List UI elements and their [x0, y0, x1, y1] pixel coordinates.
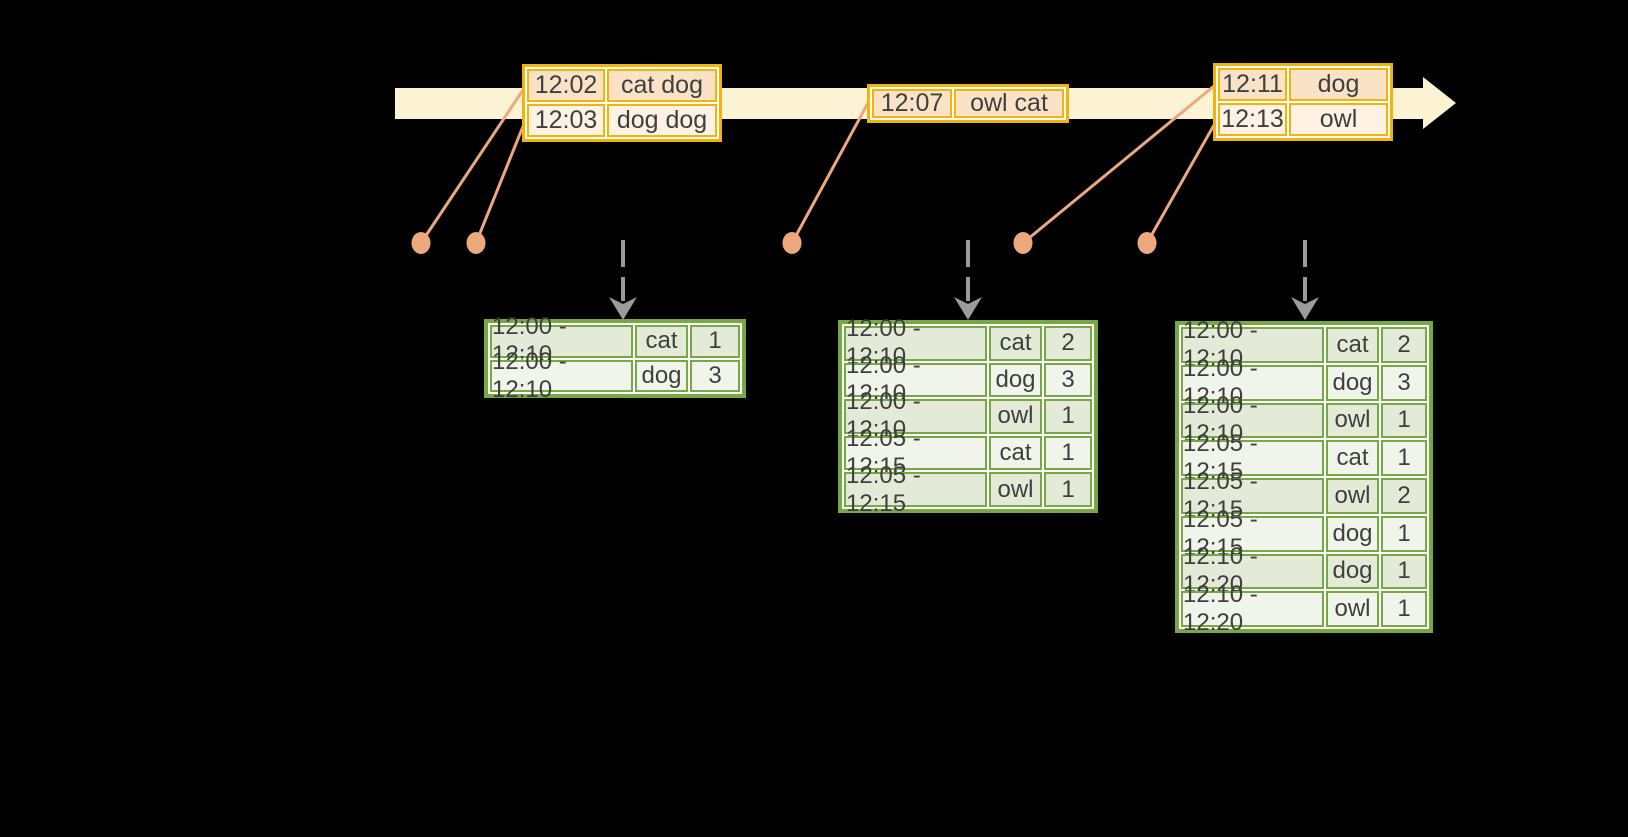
result-count: 3: [690, 359, 740, 392]
result-window: 12:10 - 12:20: [1181, 581, 1324, 636]
result-word: owl: [1326, 591, 1379, 627]
result-row: 12:10 - 12:20 owl 1: [1181, 581, 1427, 636]
event-leader-line: [474, 123, 526, 244]
result-word: cat: [1326, 440, 1379, 476]
result-row: 12:00 - 12:10 dog 3: [490, 348, 740, 403]
result-count: 3: [1044, 362, 1092, 398]
result-window: 12:05 - 12:15: [1181, 430, 1324, 485]
event-words: dog: [1289, 68, 1388, 101]
result-table-3: 12:00 - 12:10 cat 2 12:00 - 12:10 dog 3 …: [1175, 317, 1433, 636]
event-marker-dot: [1013, 232, 1033, 254]
result-word: dog: [1326, 364, 1379, 401]
result-window: 12:10 - 12:20: [1181, 543, 1324, 598]
result-window: 12:05 - 12:15: [1181, 468, 1324, 523]
result-count: 2: [1044, 326, 1092, 361]
result-table-2: 12:00 - 12:10 cat 2 12:00 - 12:10 dog 3 …: [838, 315, 1098, 517]
result-count: 2: [1381, 327, 1427, 363]
result-word: owl: [989, 472, 1042, 507]
event-time: 12:02: [527, 69, 605, 102]
result-count: 1: [1044, 435, 1092, 471]
result-count: 1: [1381, 440, 1427, 476]
result-count: 1: [1381, 515, 1427, 552]
event-box-2: 12:07 owl cat: [867, 84, 1069, 123]
result-count: 1: [690, 325, 740, 358]
timeline-arrowhead-icon: [1423, 77, 1456, 129]
event-time: 12:11: [1218, 68, 1287, 101]
result-row: 12:05 - 12:15 owl 2: [1181, 468, 1427, 523]
result-row: 12:00 - 12:10 owl 1: [1181, 392, 1427, 447]
result-row: 12:00 - 12:10 owl 1: [844, 388, 1092, 443]
event-words: cat dog: [607, 69, 717, 102]
result-count: 1: [1044, 472, 1092, 507]
result-word: dog: [989, 362, 1042, 398]
event-leader-line: [1145, 124, 1216, 244]
event-time: 12:03: [527, 104, 605, 137]
result-count: 1: [1381, 402, 1427, 439]
result-row: 12:05 - 12:15 owl 1: [844, 462, 1092, 517]
result-row: 12:05 - 12:15 cat 1: [844, 425, 1092, 480]
result-word: dog: [1326, 515, 1379, 552]
event-row: 12:03 dog dog: [527, 104, 717, 137]
result-word: owl: [989, 399, 1042, 434]
result-word: dog: [1326, 553, 1379, 590]
result-word: cat: [989, 326, 1042, 361]
trigger-arrow: [954, 240, 982, 320]
event-time: 12:07: [872, 89, 952, 118]
result-word: dog: [635, 359, 688, 392]
event-leader-line: [790, 102, 870, 244]
result-count: 3: [1381, 364, 1427, 401]
result-word: cat: [1326, 327, 1379, 363]
event-row: 12:11 dog: [1218, 68, 1388, 101]
result-window: 12:00 - 12:10: [1181, 355, 1324, 410]
result-window: 12:00 - 12:10: [1181, 392, 1324, 447]
result-window: 12:00 - 12:10: [490, 348, 633, 403]
event-time: 12:13: [1218, 103, 1287, 136]
event-words: owl: [1289, 103, 1388, 136]
result-count: 1: [1381, 553, 1427, 590]
result-count: 2: [1381, 478, 1427, 514]
result-table-1: 12:00 - 12:10 cat 1 12:00 - 12:10 dog 3: [484, 313, 746, 403]
event-marker-dot: [411, 232, 431, 254]
result-count: 1: [1381, 591, 1427, 627]
result-window: 12:05 - 12:15: [844, 425, 987, 480]
result-row: 12:00 - 12:10 dog 3: [844, 352, 1092, 407]
event-leader-line: [1022, 84, 1215, 245]
result-word: owl: [1326, 402, 1379, 439]
result-row: 12:05 - 12:15 dog 1: [1181, 506, 1427, 561]
result-window: 12:00 - 12:10: [1181, 317, 1324, 372]
result-row: 12:10 - 12:20 dog 1: [1181, 543, 1427, 598]
result-word: cat: [635, 325, 688, 358]
result-word: owl: [1326, 478, 1379, 514]
event-box-3: 12:11 dog 12:13 owl: [1213, 63, 1393, 141]
event-words: dog dog: [607, 104, 717, 137]
result-window: 12:05 - 12:15: [844, 462, 987, 517]
trigger-arrow: [609, 240, 637, 320]
event-box-1: 12:02 cat dog 12:03 dog dog: [522, 64, 722, 142]
event-marker-dot: [782, 232, 802, 254]
result-word: cat: [989, 435, 1042, 471]
result-row: 12:00 - 12:10 cat 2: [1181, 317, 1427, 372]
result-window: 12:00 - 12:10: [844, 352, 987, 407]
event-words: owl cat: [954, 89, 1064, 118]
result-count: 1: [1044, 399, 1092, 434]
event-row: 12:07 owl cat: [872, 89, 1064, 118]
event-leader-line: [419, 89, 525, 244]
event-row: 12:13 owl: [1218, 103, 1388, 136]
result-window: 12:00 - 12:10: [844, 388, 987, 443]
result-row: 12:00 - 12:10 dog 3: [1181, 355, 1427, 410]
event-marker-dot: [466, 232, 486, 254]
trigger-arrow: [1291, 240, 1319, 320]
event-row: 12:02 cat dog: [527, 69, 717, 102]
result-row: 12:05 - 12:15 cat 1: [1181, 430, 1427, 485]
event-marker-dot: [1137, 232, 1157, 254]
